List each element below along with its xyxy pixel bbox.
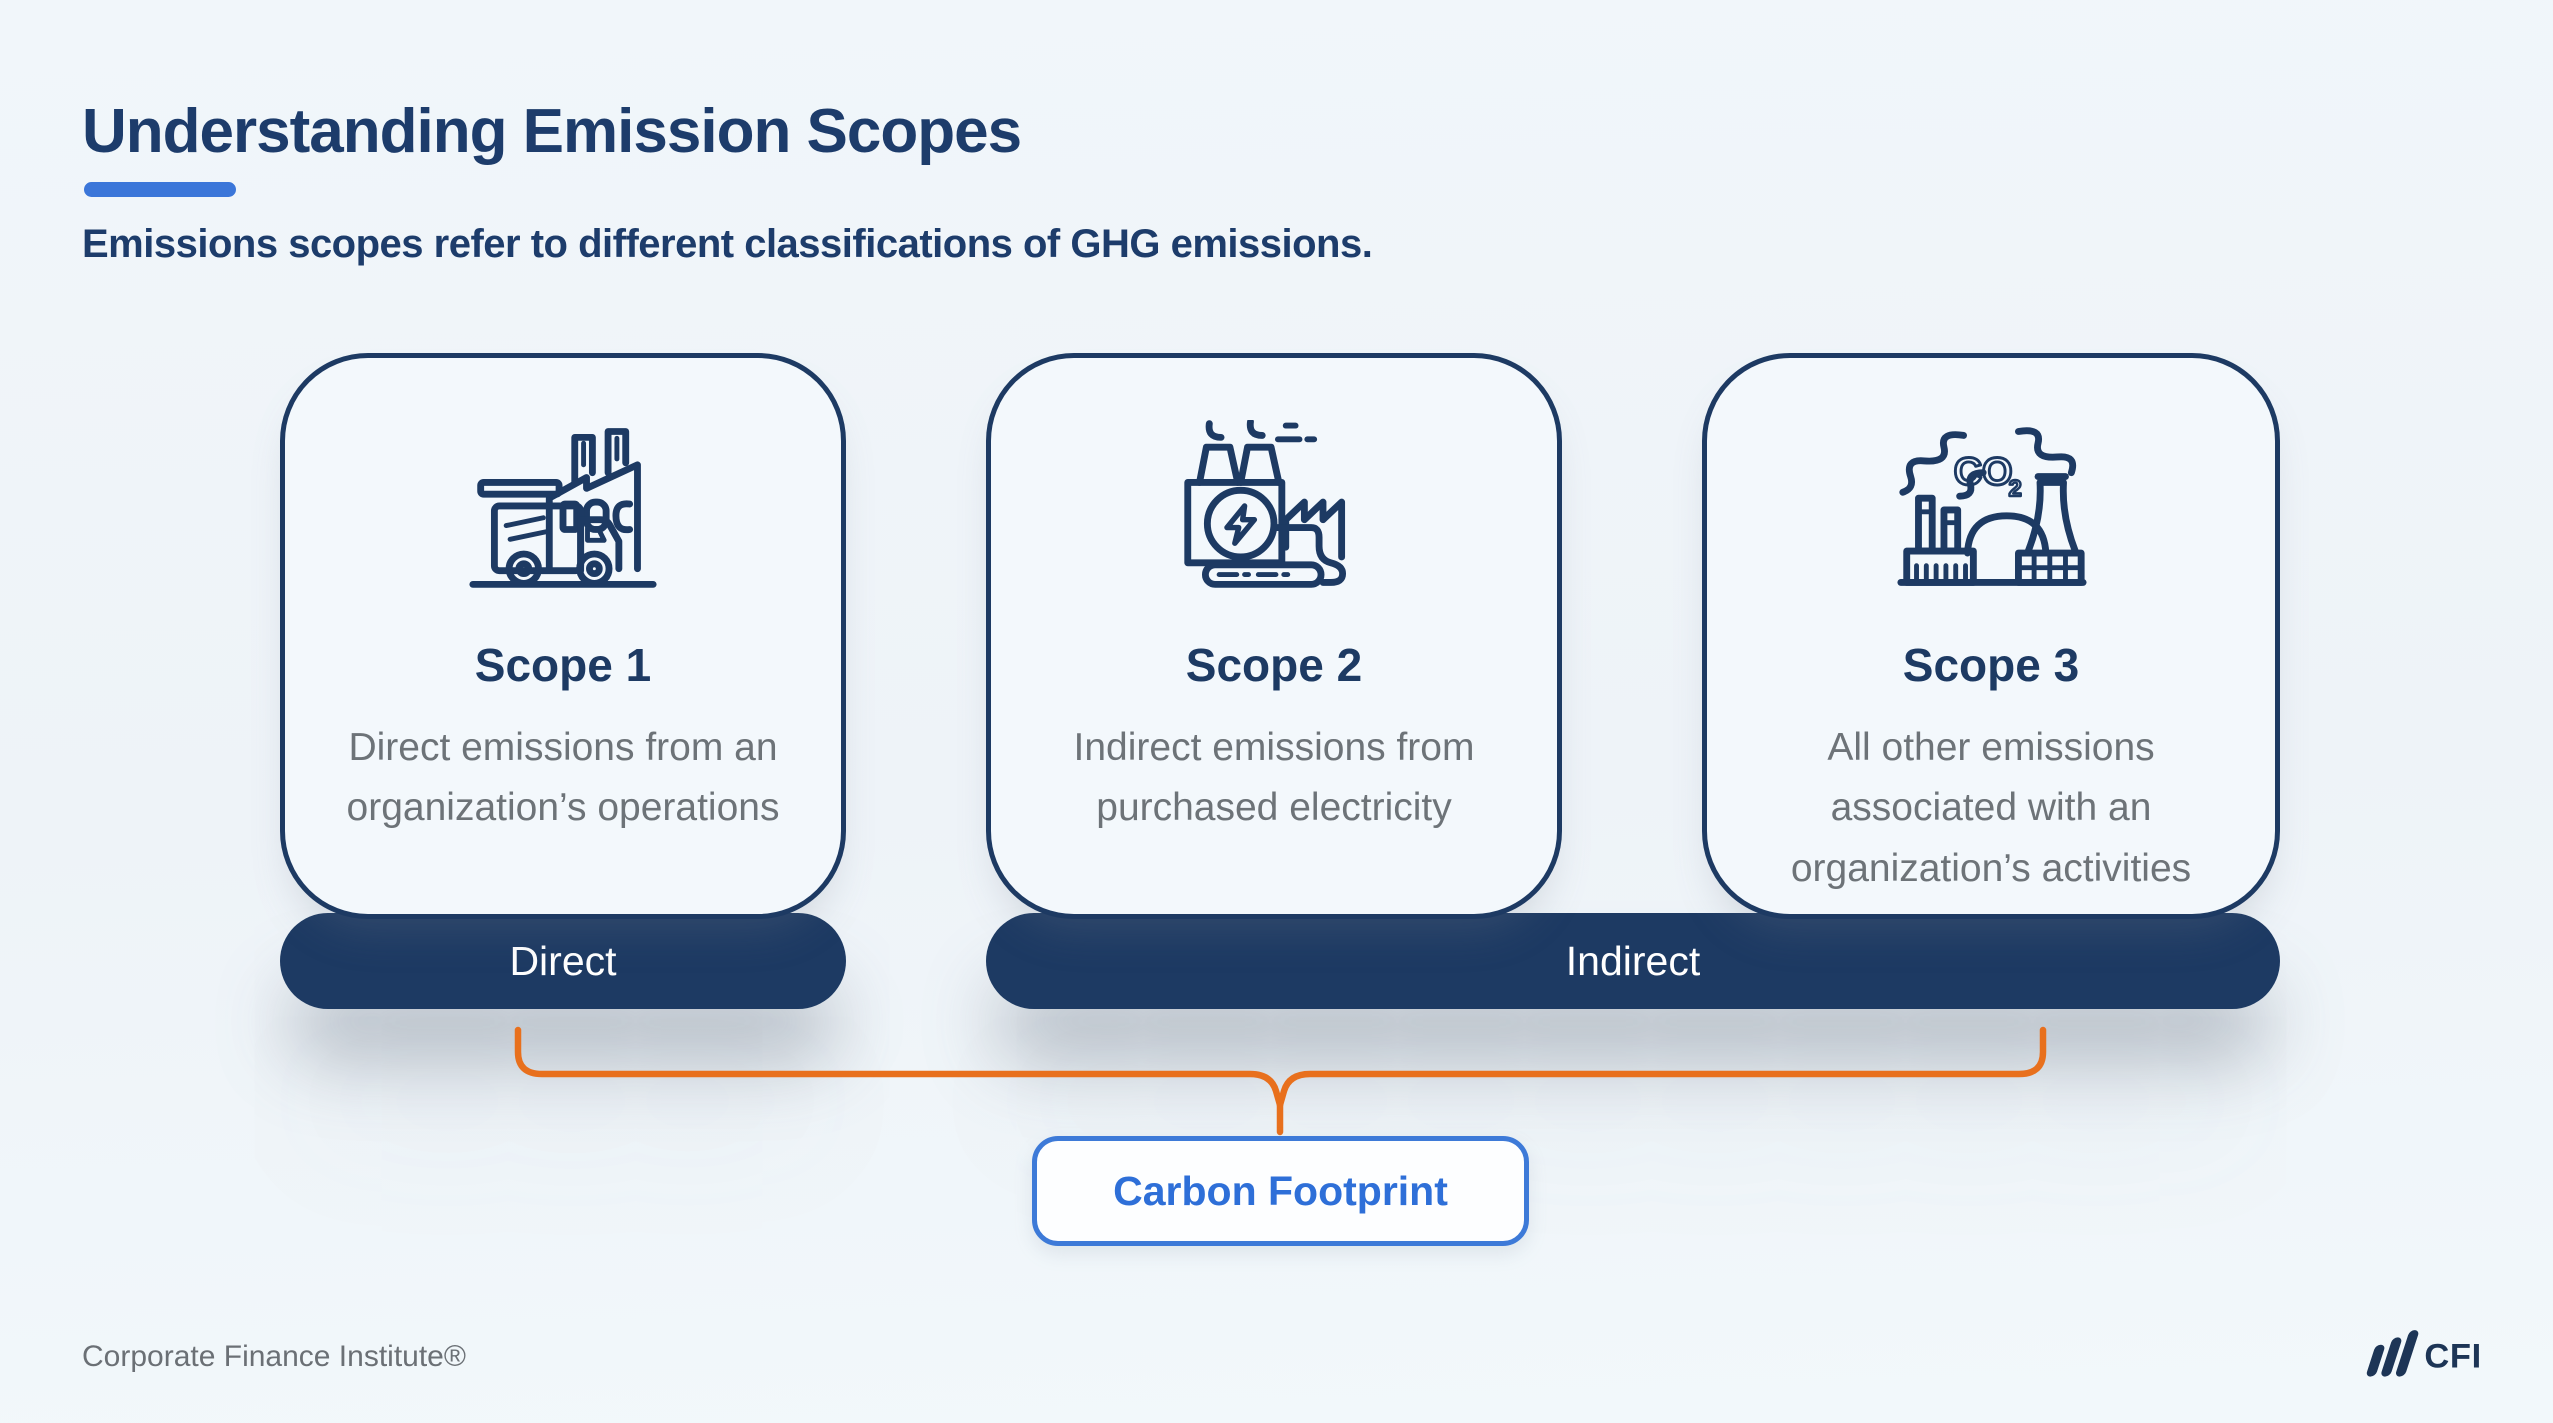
indirect-pill: Indirect — [986, 913, 2280, 1009]
scope-2-title: Scope 2 — [1185, 639, 1363, 691]
direct-pill-label: Direct — [509, 937, 617, 984]
co2-industrial-plant-icon: CO 2 — [1897, 427, 2087, 586]
title-underline — [84, 182, 236, 197]
scope-2-card: Scope 2 Indirect emissions from purchase… — [986, 353, 1562, 919]
co2-icon-text: CO — [1954, 450, 2013, 493]
page-subtitle: Emissions scopes refer to different clas… — [82, 222, 1373, 266]
cfi-logo: CFI — [2366, 1330, 2482, 1377]
cfi-logo-bars — [2366, 1330, 2419, 1377]
scope-3-description: All other emissions associated with an o… — [1790, 726, 2192, 890]
scope-1-description: Direct emissions from an organization’s … — [346, 726, 780, 830]
truck-and-factory-icon — [469, 428, 657, 588]
cfi-logo-text: CFI — [2424, 1337, 2482, 1375]
scope-3-title: Scope 3 — [1902, 639, 2080, 691]
scope-1-title: Scope 1 — [474, 639, 652, 691]
page-title: Understanding Emission Scopes — [82, 97, 1022, 166]
power-plant-electricity-icon — [1184, 420, 1347, 588]
scope-2-description: Indirect emissions from purchased electr… — [1073, 726, 1475, 830]
co2-icon-subscript: 2 — [2009, 475, 2022, 501]
indirect-pill-label: Indirect — [1565, 937, 1701, 984]
direct-pill: Direct — [280, 913, 846, 1009]
carbon-footprint-box: Carbon Footprint — [1032, 1136, 1529, 1246]
scope-1-card: Scope 1 Direct emissions from an organiz… — [280, 353, 846, 919]
carbon-footprint-label: Carbon Footprint — [1113, 1167, 1448, 1214]
scope-3-card: CO 2 Scope 3 All other emissions associa… — [1702, 353, 2280, 919]
footer-attribution: Corporate Finance Institute® — [82, 1340, 466, 1373]
